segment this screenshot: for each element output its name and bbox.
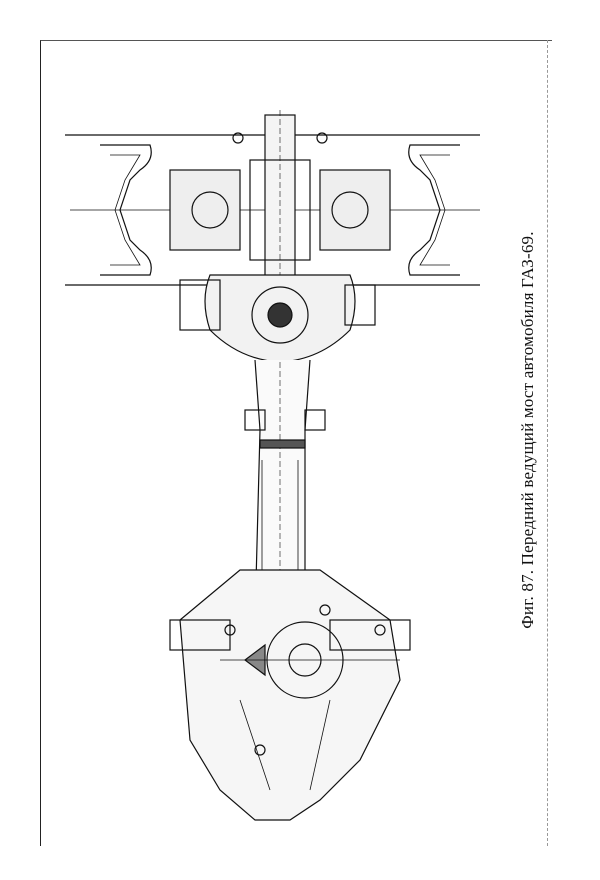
- bolt: [254, 744, 266, 756]
- axle-technical-drawing: [65, 110, 480, 821]
- rim-right: [408, 144, 460, 276]
- bolt: [374, 624, 386, 636]
- hub-right: [319, 169, 391, 251]
- page-border: [40, 40, 552, 846]
- bearing-left: [191, 191, 229, 229]
- bolt: [232, 132, 244, 144]
- steering-knuckle: [249, 159, 311, 261]
- spring-pad-right: [304, 409, 326, 431]
- cv-joint-ball: [251, 286, 309, 344]
- figure-caption: Фиг. 87. Передний ведущий мост автомобил…: [518, 231, 537, 629]
- oil-seal: [259, 439, 306, 449]
- cv-joint-center: [267, 302, 293, 328]
- bearing-right: [331, 191, 369, 229]
- bolt: [224, 624, 236, 636]
- brake-cylinder-left: [179, 279, 221, 331]
- bolt: [316, 132, 328, 144]
- bolt: [319, 604, 331, 616]
- housing-flange-right: [329, 619, 411, 651]
- rim-left-inner: [110, 154, 141, 266]
- rim-left: [100, 144, 152, 276]
- page-right-edge: [547, 40, 548, 846]
- brake-cylinder-right: [344, 284, 376, 326]
- hub-left: [169, 169, 241, 251]
- rim-right-inner: [419, 154, 450, 266]
- figure-caption-container: Фиг. 87. Передний ведущий мост автомобил…: [498, 170, 558, 690]
- spring-pad-left: [244, 409, 266, 431]
